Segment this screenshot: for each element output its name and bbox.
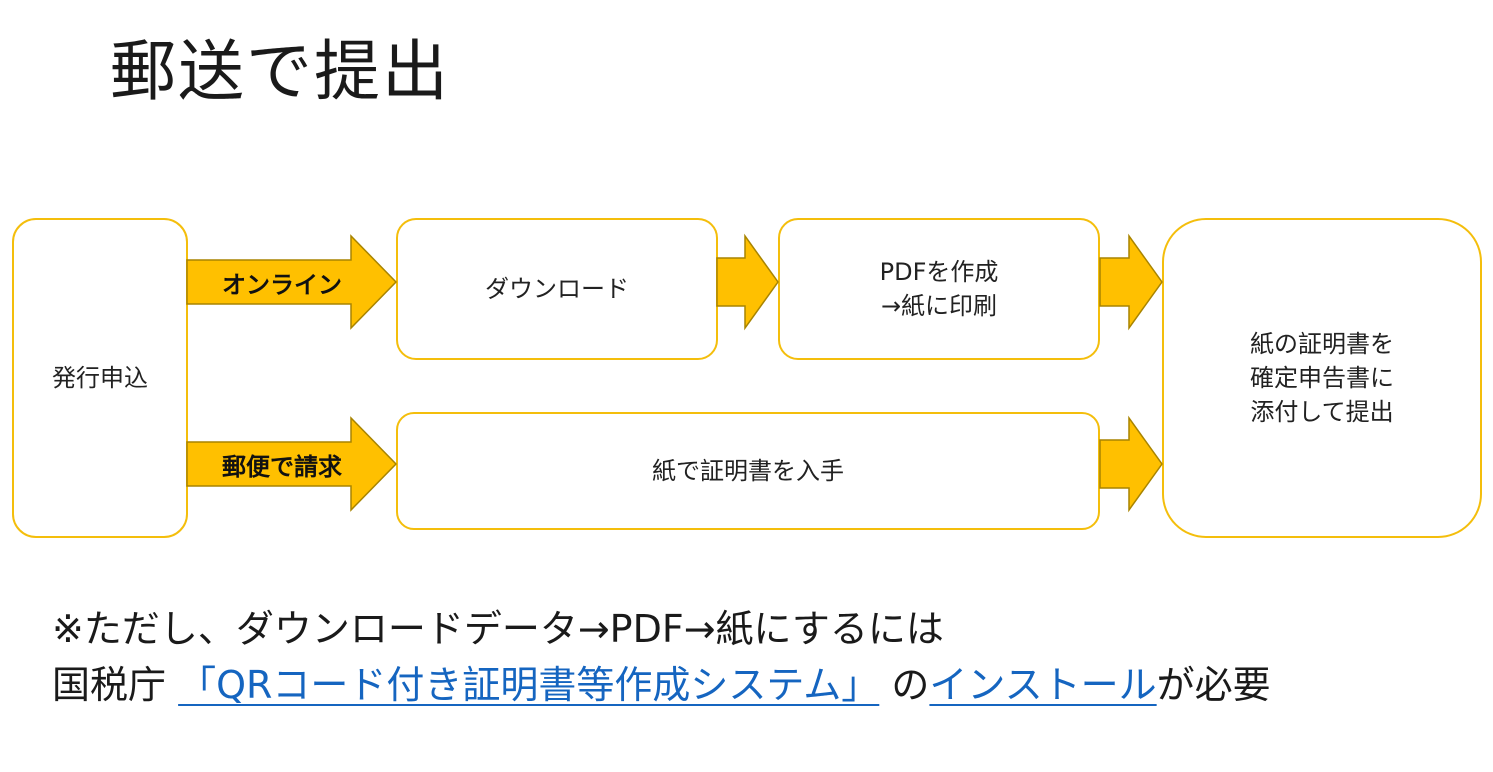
arrow-paper-to-final: [1099, 415, 1163, 513]
flow-box-start: 発行申込: [12, 218, 188, 538]
note-prefix: 国税庁: [52, 663, 167, 707]
qr-system-link[interactable]: 「QRコード付き証明書等作成システム」: [178, 663, 880, 707]
note-line-1: ※ただし、ダウンロードデータ→PDF→紙にするには: [52, 607, 944, 651]
note-suffix: が必要: [1156, 663, 1271, 707]
arrow-label-mail: 郵便で請求: [222, 452, 342, 481]
note-line-2: 国税庁 「QRコード付き証明書等作成システム」 のインストールが必要: [52, 660, 1271, 710]
arrow-online: オンライン: [186, 234, 398, 330]
flow-box-paper-cert: 紙で証明書を入手: [396, 412, 1100, 530]
arrow-label-online: オンライン: [222, 270, 342, 299]
arrow-download-to-pdf: [716, 233, 779, 331]
slide-title: 郵送で提出: [110, 33, 450, 110]
arrow-pdf-to-final: [1099, 233, 1163, 331]
flow-box-final: 紙の証明書を 確定申告書に 添付して提出: [1162, 218, 1482, 538]
flow-box-download: ダウンロード: [396, 218, 718, 360]
flow-box-pdf-print: PDFを作成 →紙に印刷: [778, 218, 1100, 360]
note-mid: の: [891, 663, 930, 707]
arrow-mail: 郵便で請求: [186, 416, 398, 512]
install-link[interactable]: インストール: [929, 663, 1157, 707]
